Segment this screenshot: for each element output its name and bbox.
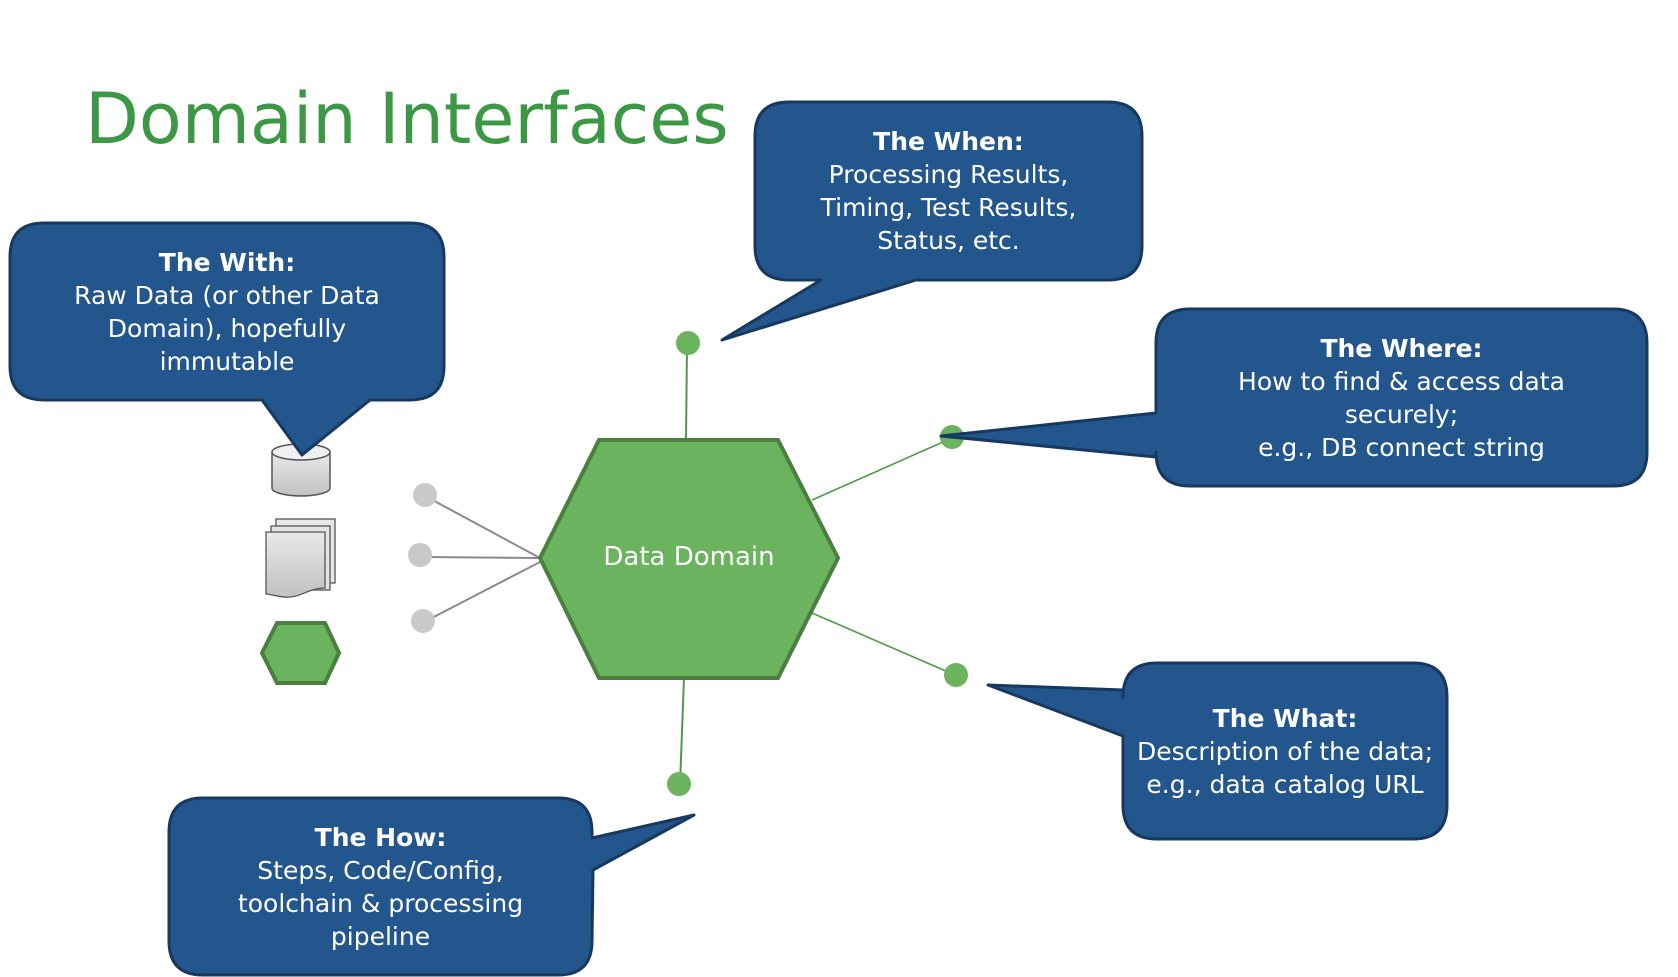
callout-line: How to find & access data bbox=[1238, 366, 1565, 396]
page-title: Domain Interfaces bbox=[85, 78, 729, 160]
callout-line: e.g., data catalog URL bbox=[1146, 769, 1424, 799]
callout-line: Steps, Code/Config, bbox=[257, 855, 504, 885]
callout-heading: The When: bbox=[873, 127, 1024, 156]
callout-line: Raw Data (or other Data bbox=[74, 281, 380, 310]
callout-heading: The How: bbox=[314, 822, 447, 852]
callout-line: Domain), hopefully bbox=[107, 314, 347, 343]
callout-heading: The What: bbox=[1212, 703, 1358, 733]
callout-line: securely; bbox=[1344, 399, 1459, 429]
callout-when: The When: Processing Results, Timing, Te… bbox=[757, 104, 1140, 278]
callout-line: Description of the data; bbox=[1136, 736, 1434, 766]
callout-line: toolchain & processing bbox=[237, 888, 524, 918]
callout-line: e.g., DB connect string bbox=[1258, 432, 1545, 462]
callout-line: Timing, Test Results, bbox=[820, 193, 1077, 222]
callout-when-shape bbox=[720, 100, 1144, 342]
output-connector-what bbox=[811, 612, 956, 676]
callout-line: pipeline bbox=[330, 921, 431, 951]
callout-how: The How: Steps, Code/Config, toolchain &… bbox=[171, 800, 590, 973]
input-connector bbox=[421, 556, 541, 559]
documents-icon bbox=[265, 518, 336, 598]
output-port-dot-what bbox=[944, 663, 968, 687]
callout-with: The With: Raw Data (or other Data Domain… bbox=[12, 226, 442, 398]
callout-heading: The Where: bbox=[1320, 333, 1483, 363]
output-port-dot-when bbox=[676, 331, 700, 355]
input-connector bbox=[426, 496, 541, 559]
input-port-dot bbox=[413, 483, 437, 507]
data-domain-label: Data Domain bbox=[603, 542, 775, 572]
callout-what-shape bbox=[986, 661, 1449, 841]
input-port-dot bbox=[411, 609, 435, 633]
output-port-dot-how bbox=[667, 772, 691, 796]
callout-where-shape bbox=[939, 307, 1649, 488]
input-port-dot bbox=[408, 543, 432, 567]
callout-line: Status, etc. bbox=[877, 226, 1020, 255]
callout-with-shape bbox=[8, 221, 446, 457]
output-connector-how bbox=[679, 677, 685, 786]
output-connector-where bbox=[811, 437, 953, 501]
input-connector bbox=[425, 561, 541, 622]
callout-how-shape bbox=[167, 796, 696, 977]
callout-where: The Where: How to find & access data sec… bbox=[1158, 311, 1645, 484]
callout-line: Processing Results, bbox=[828, 160, 1069, 189]
data-domain-hexagon bbox=[537, 438, 841, 680]
output-connector-when bbox=[685, 344, 688, 441]
callout-what: The What: Description of the data; e.g.,… bbox=[1125, 665, 1445, 837]
data-domain-hexagon-icon bbox=[259, 621, 342, 685]
callout-line: immutable bbox=[159, 347, 295, 376]
callout-heading: The With: bbox=[158, 248, 296, 277]
